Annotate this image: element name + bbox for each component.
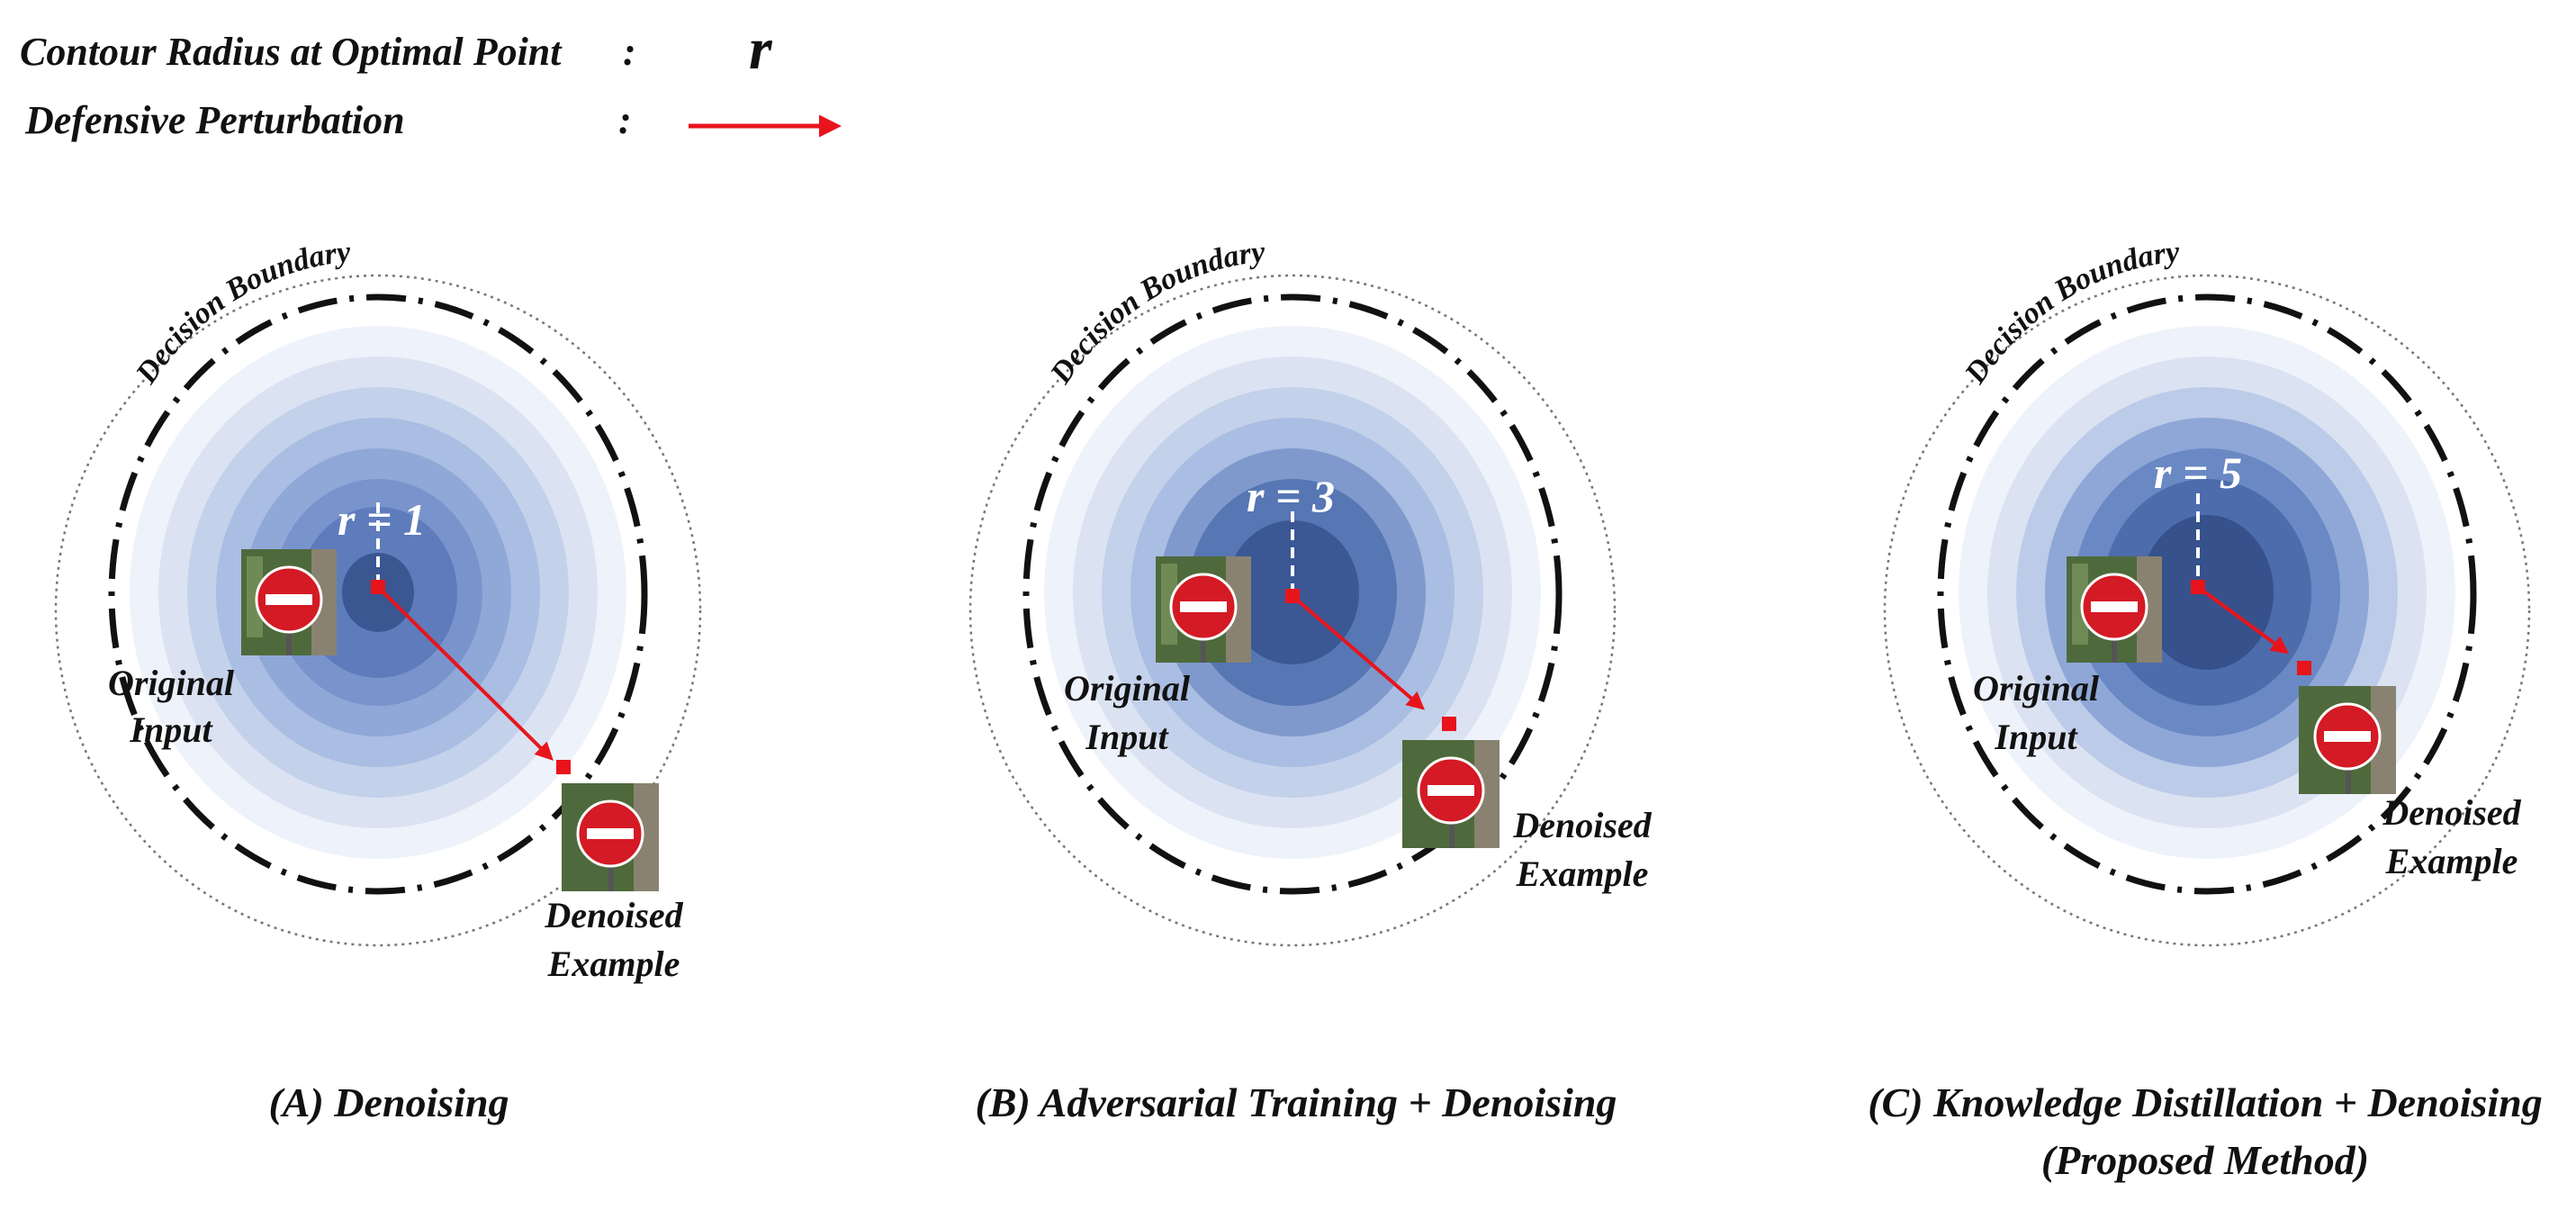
radius-label: r = 3 bbox=[1247, 471, 1335, 521]
original-input-label-line2: Input bbox=[1994, 717, 2078, 757]
radius-label: r = 1 bbox=[338, 494, 426, 545]
perturbation-arrow-icon bbox=[1291, 594, 1426, 710]
perturbation-arrow-icon bbox=[2196, 585, 2290, 655]
legend-radius-symbol: r bbox=[749, 16, 773, 82]
decision-boundary-ellipse bbox=[108, 293, 648, 895]
panel-title: (A) Denoising bbox=[268, 1079, 509, 1125]
legend-perturbation-colon: : bbox=[618, 98, 632, 142]
original-input-label-line2: Input bbox=[1085, 717, 1169, 757]
optimal-point-marker bbox=[2191, 580, 2205, 594]
original-input-label-line1: Original bbox=[1064, 668, 1191, 709]
perturbation-arrow-icon bbox=[376, 585, 554, 761]
radius-label: r = 5 bbox=[2154, 447, 2242, 498]
optimal-point-marker bbox=[371, 580, 385, 594]
original-input-image bbox=[2067, 556, 2162, 663]
panel-c: Decision Boundary r = 5 Original Input D… bbox=[1868, 235, 2543, 1183]
denoised-example-image bbox=[1402, 740, 1500, 848]
panel-subtitle: (Proposed Method) bbox=[2041, 1137, 2369, 1183]
outer-dotted-ellipse bbox=[968, 274, 1617, 947]
legend-perturbation-label: Defensive Perturbation bbox=[24, 98, 405, 142]
legend-radius-label: Contour Radius at Optimal Point bbox=[20, 30, 563, 74]
panel-title: (C) Knowledge Distillation + Denoising bbox=[1868, 1079, 2543, 1125]
original-input-image bbox=[1156, 556, 1251, 663]
denoised-example-label-line2: Example bbox=[2385, 841, 2518, 881]
denoised-example-label-line2: Example bbox=[1516, 853, 1649, 894]
original-input-image bbox=[241, 549, 337, 655]
denoised-example-image bbox=[562, 783, 659, 891]
denoised-example-label-line1: Denoised bbox=[1512, 805, 1652, 845]
panel-title: (B) Adversarial Training + Denoising bbox=[976, 1079, 1617, 1125]
denoised-point-marker bbox=[556, 760, 571, 774]
decision-boundary-ellipse bbox=[1022, 293, 1563, 895]
decision-boundary-ellipse bbox=[1937, 293, 2477, 895]
panel-b: Decision Boundary r = 3 Original Input D… bbox=[968, 235, 1653, 1125]
outer-dotted-ellipse bbox=[54, 274, 702, 947]
denoised-example-image bbox=[2299, 686, 2396, 794]
denoised-example-label-line2: Example bbox=[547, 944, 680, 984]
denoised-example-label-line1: Denoised bbox=[2382, 792, 2521, 833]
denoised-point-marker bbox=[1442, 717, 1456, 731]
legend: Contour Radius at Optimal Point : r Defe… bbox=[20, 16, 842, 142]
optimal-point-marker bbox=[1285, 589, 1300, 603]
original-input-label-line1: Original bbox=[1973, 668, 2100, 709]
original-input-label-line2: Input bbox=[129, 709, 213, 750]
original-input-label-line1: Original bbox=[108, 663, 235, 703]
denoised-example-label-line1: Denoised bbox=[544, 895, 683, 935]
outer-dotted-ellipse bbox=[1883, 274, 2531, 947]
panel-a: Decision Boundary r = 1 Original Input D… bbox=[54, 235, 702, 1125]
denoised-point-marker bbox=[2297, 661, 2311, 675]
legend-radius-colon: : bbox=[623, 30, 636, 74]
